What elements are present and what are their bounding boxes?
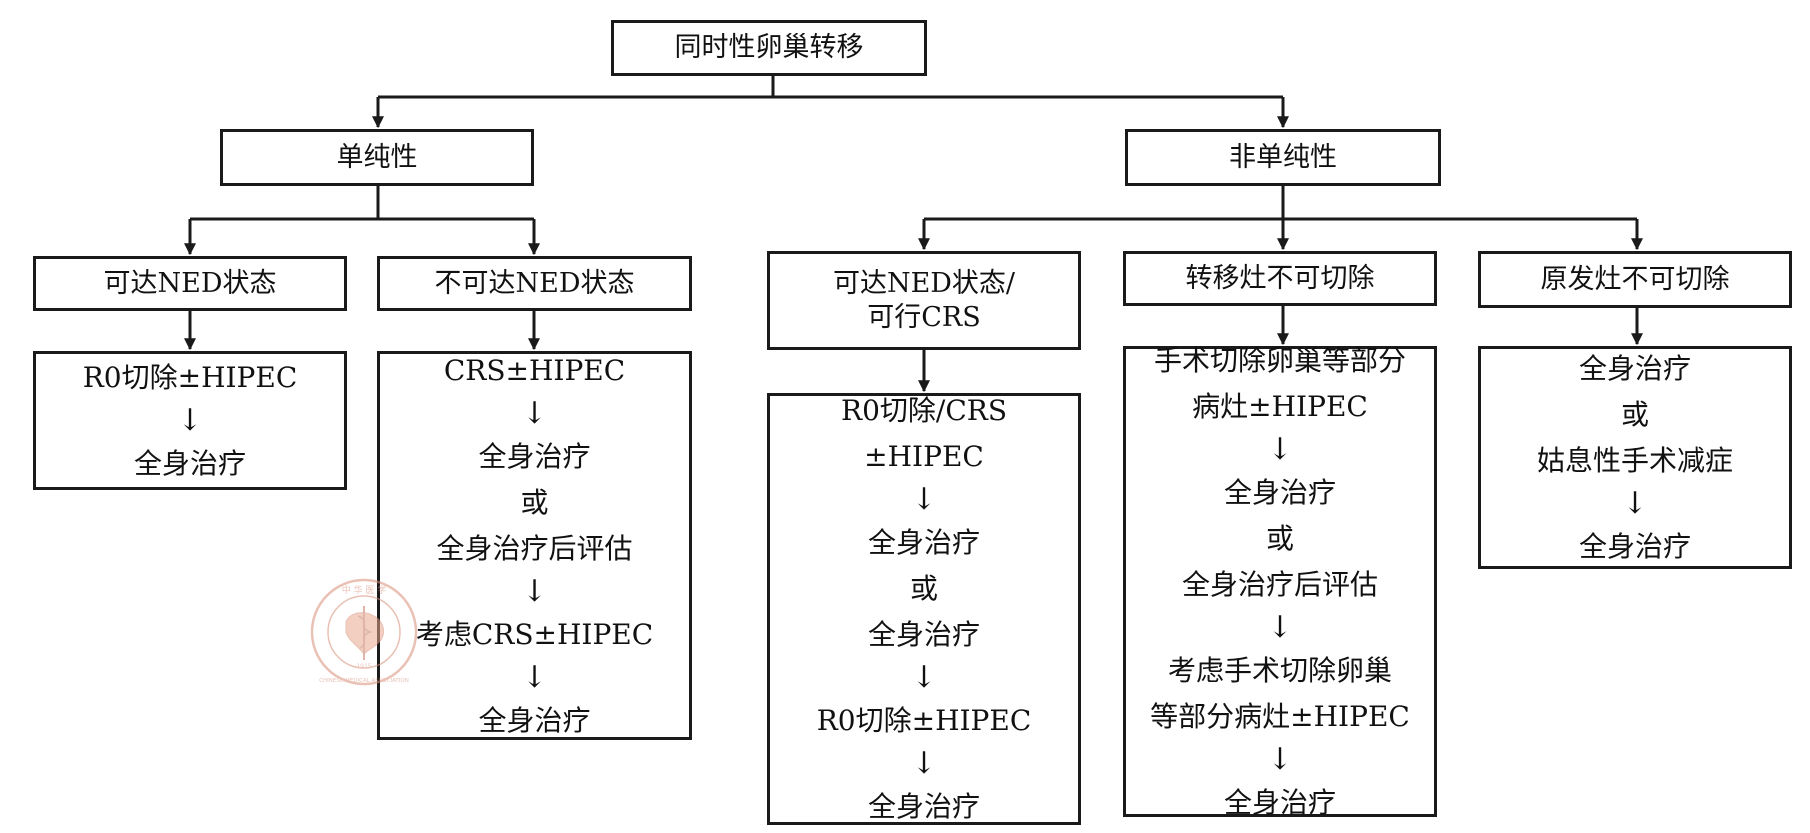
down-arrow-icon: ↓ [1267,741,1293,777]
simple-label: 单纯性 [336,141,418,173]
step-text: R0切除±HIPEC [82,360,298,394]
step-text: 考虑CRS±HIPEC [415,617,654,651]
step-text: 等部分病灶±HIPEC [1150,699,1410,733]
simple-ned-node: 可达NED状态 [33,256,347,311]
complex-ned-node: 可达NED状态/ 可行CRS [767,251,1081,350]
step-text: 全身治疗 [1223,785,1336,819]
metastasis-label: 转移灶不可切除 [1185,262,1375,294]
simple-non-ned-label: 不可达NED状态 [434,267,635,299]
simple-ned-label: 可达NED状态 [103,267,277,299]
step-text: 姑息性手术减症 [1536,443,1733,477]
seal-top-text: 中 华 医 学 [342,584,387,596]
down-arrow-icon: ↓ [521,573,548,609]
step-text: 全身治疗 [133,446,246,480]
step-text: 手术切除卵巢等部分 [1153,343,1406,377]
step-text: CRS±HIPEC [443,353,626,387]
step-text: ±HIPEC [864,440,984,473]
complex-label: 非单纯性 [1229,141,1337,173]
step-text: 全身治疗 [867,618,980,651]
step-text: R0切除±HIPEC [816,704,1032,737]
down-arrow-icon: ↓ [1622,485,1648,521]
association-seal-watermark: 中 华 医 学 CHINESE MEDICAL ASSOCIATION 1915 [310,578,418,686]
down-arrow-icon: ↓ [177,402,203,438]
complex-ned-label-line2: 可行CRS [867,301,981,333]
metastasis-node: 转移灶不可切除 [1123,251,1437,306]
complex-node: 非单纯性 [1125,129,1441,186]
or-text: 或 [1620,397,1649,431]
step-text: 全身治疗 [478,703,591,737]
step-text: 全身治疗后评估 [1181,567,1378,601]
down-arrow-icon: ↓ [521,659,548,695]
step-text: 全身治疗 [1578,529,1691,563]
complex-ned-label-line1: 可达NED状态/ [832,267,1016,299]
or-text: 或 [520,485,549,519]
down-arrow-icon: ↓ [1267,609,1293,645]
down-arrow-icon: ↓ [911,660,937,695]
primary-node: 原发灶不可切除 [1478,251,1792,308]
metastasis-steps: 手术切除卵巢等部分 病灶±HIPEC ↓ 全身治疗 或 全身治疗后评估 ↓ 考虑… [1123,344,1437,819]
complex-ned-steps: R0切除/CRS ±HIPEC ↓ 全身治疗 或 全身治疗 ↓ R0切除±HIP… [767,393,1081,825]
simple-node: 单纯性 [220,129,534,186]
primary-steps: 全身治疗 或 姑息性手术减症 ↓ 全身治疗 [1478,346,1792,569]
or-text: 或 [1265,521,1294,555]
step-text: 考虑手术切除卵巢 [1167,653,1392,687]
step-text: 全身治疗 [478,439,591,473]
step-text: 病灶±HIPEC [1192,389,1368,423]
root-node: 同时性卵巢转移 [611,20,927,76]
step-text: 全身治疗 [867,790,980,823]
simple-non-ned-steps: CRS±HIPEC ↓ 全身治疗 或 全身治疗后评估 ↓ 考虑CRS±HIPEC… [377,351,692,740]
step-text: 全身治疗 [1578,351,1691,385]
down-arrow-icon: ↓ [521,395,548,431]
down-arrow-icon: ↓ [911,746,937,781]
step-text: 全身治疗后评估 [436,531,633,565]
step-text: 全身治疗 [1223,475,1336,509]
simple-non-ned-node: 不可达NED状态 [377,256,692,311]
simple-ned-steps: R0切除±HIPEC ↓ 全身治疗 [33,351,347,490]
down-arrow-icon: ↓ [911,482,937,517]
step-text: 全身治疗 [867,526,980,559]
step-text: R0切除/CRS [840,394,1008,427]
or-text: 或 [909,572,938,605]
down-arrow-icon: ↓ [1267,431,1293,467]
seal-bottom-text: CHINESE MEDICAL ASSOCIATION [319,678,409,684]
seal-year-text: 1915 [356,663,371,670]
root-label: 同时性卵巢转移 [674,32,864,63]
primary-label: 原发灶不可切除 [1540,263,1730,295]
